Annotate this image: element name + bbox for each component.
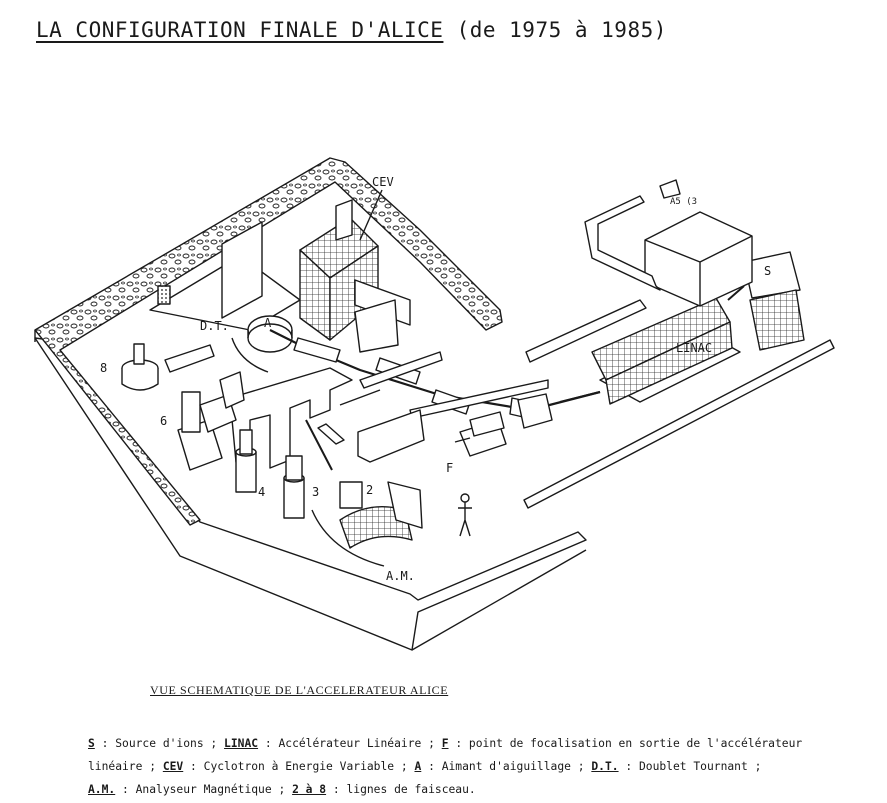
human-figure — [458, 493, 472, 537]
label-cev: CEV — [372, 175, 394, 189]
label-linac: LINAC — [676, 341, 712, 355]
focal-point-f-assembly — [454, 411, 507, 457]
label-small-box: A5 (3 — [670, 197, 697, 207]
legend-text-a: : Aimant d'aiguillage ; — [421, 760, 592, 773]
beam-line-8-equipment — [121, 343, 215, 391]
beam-line-4-equipment — [235, 429, 257, 493]
beam-line-3-equipment — [283, 419, 333, 519]
legend-key-s: S — [88, 737, 95, 750]
label-s: S — [764, 264, 771, 278]
legend-text-pre: linéaire ; — [88, 760, 163, 773]
rotating-doublet-arc — [231, 337, 269, 373]
linac — [559, 297, 741, 405]
legend-text-s: : Source d'ions ; — [94, 737, 225, 750]
legend-key-f: F — [441, 737, 449, 750]
legend-key-linac: LINAC — [224, 737, 259, 750]
legend-key-am: A.M. — [88, 783, 116, 796]
legend-text-am: : Analyseur Magnétique ; — [115, 783, 293, 796]
legend-text-dt: : Doublet Tournant ; — [618, 760, 762, 773]
label-line-8: 8 — [100, 361, 107, 375]
label-line-3: 3 — [312, 485, 319, 499]
legend: S : Source d'ions ; LINAC : Accélérateur… — [88, 732, 883, 801]
label-dt: D.T. — [200, 319, 229, 333]
legend-key-cev: CEV — [162, 760, 184, 773]
legend-key-lines: 2 à 8 — [292, 783, 327, 796]
ion-source-s — [727, 251, 805, 351]
accelerator-diagram: CEV A D.T. S LINAC F A.M. 2 3 4 6 8 A5 (… — [34, 157, 835, 651]
cyclotron-cev — [299, 189, 411, 353]
legend-line-1: S : Source d'ions ; LINAC : Accélérateur… — [88, 732, 883, 755]
small-cabinet — [659, 179, 681, 199]
legend-key-dt: D.T. — [591, 760, 619, 773]
title-period: (de 1975 à 1985) — [456, 18, 667, 42]
label-am: A.M. — [386, 569, 415, 583]
label-line-6: 6 — [160, 414, 167, 428]
shielding-wall — [34, 157, 503, 526]
label-a: A — [264, 316, 272, 330]
page-title: LA CONFIGURATION FINALE D'ALICE (de 1975… — [36, 18, 667, 42]
title-main: LA CONFIGURATION FINALE D'ALICE — [36, 18, 444, 42]
magnetic-analyser-am — [311, 481, 423, 567]
diagram-caption: VUE SCHEMATIQUE DE L'ACCELERATEUR ALICE — [150, 683, 449, 697]
legend-line-3: A.M. : Analyseur Magnétique ; 2 à 8 : li… — [88, 778, 883, 801]
label-f: F — [446, 461, 453, 475]
legend-key-a: A — [414, 760, 422, 773]
legend-line-2: linéaire ; CEV : Cyclotron à Energie Var… — [88, 755, 883, 778]
legend-text-lines: : lignes de faisceau. — [326, 783, 476, 796]
legend-text-f: : point de focalisation en sortie de l'a… — [448, 737, 803, 750]
label-line-4: 4 — [258, 485, 265, 499]
legend-text-cev: : Cyclotron à Energie Variable ; — [183, 760, 415, 773]
label-line-2: 2 — [366, 483, 373, 497]
beam-line-6-equipment — [177, 371, 245, 471]
legend-text-linac: : Accélérateur Linéaire ; — [258, 737, 442, 750]
